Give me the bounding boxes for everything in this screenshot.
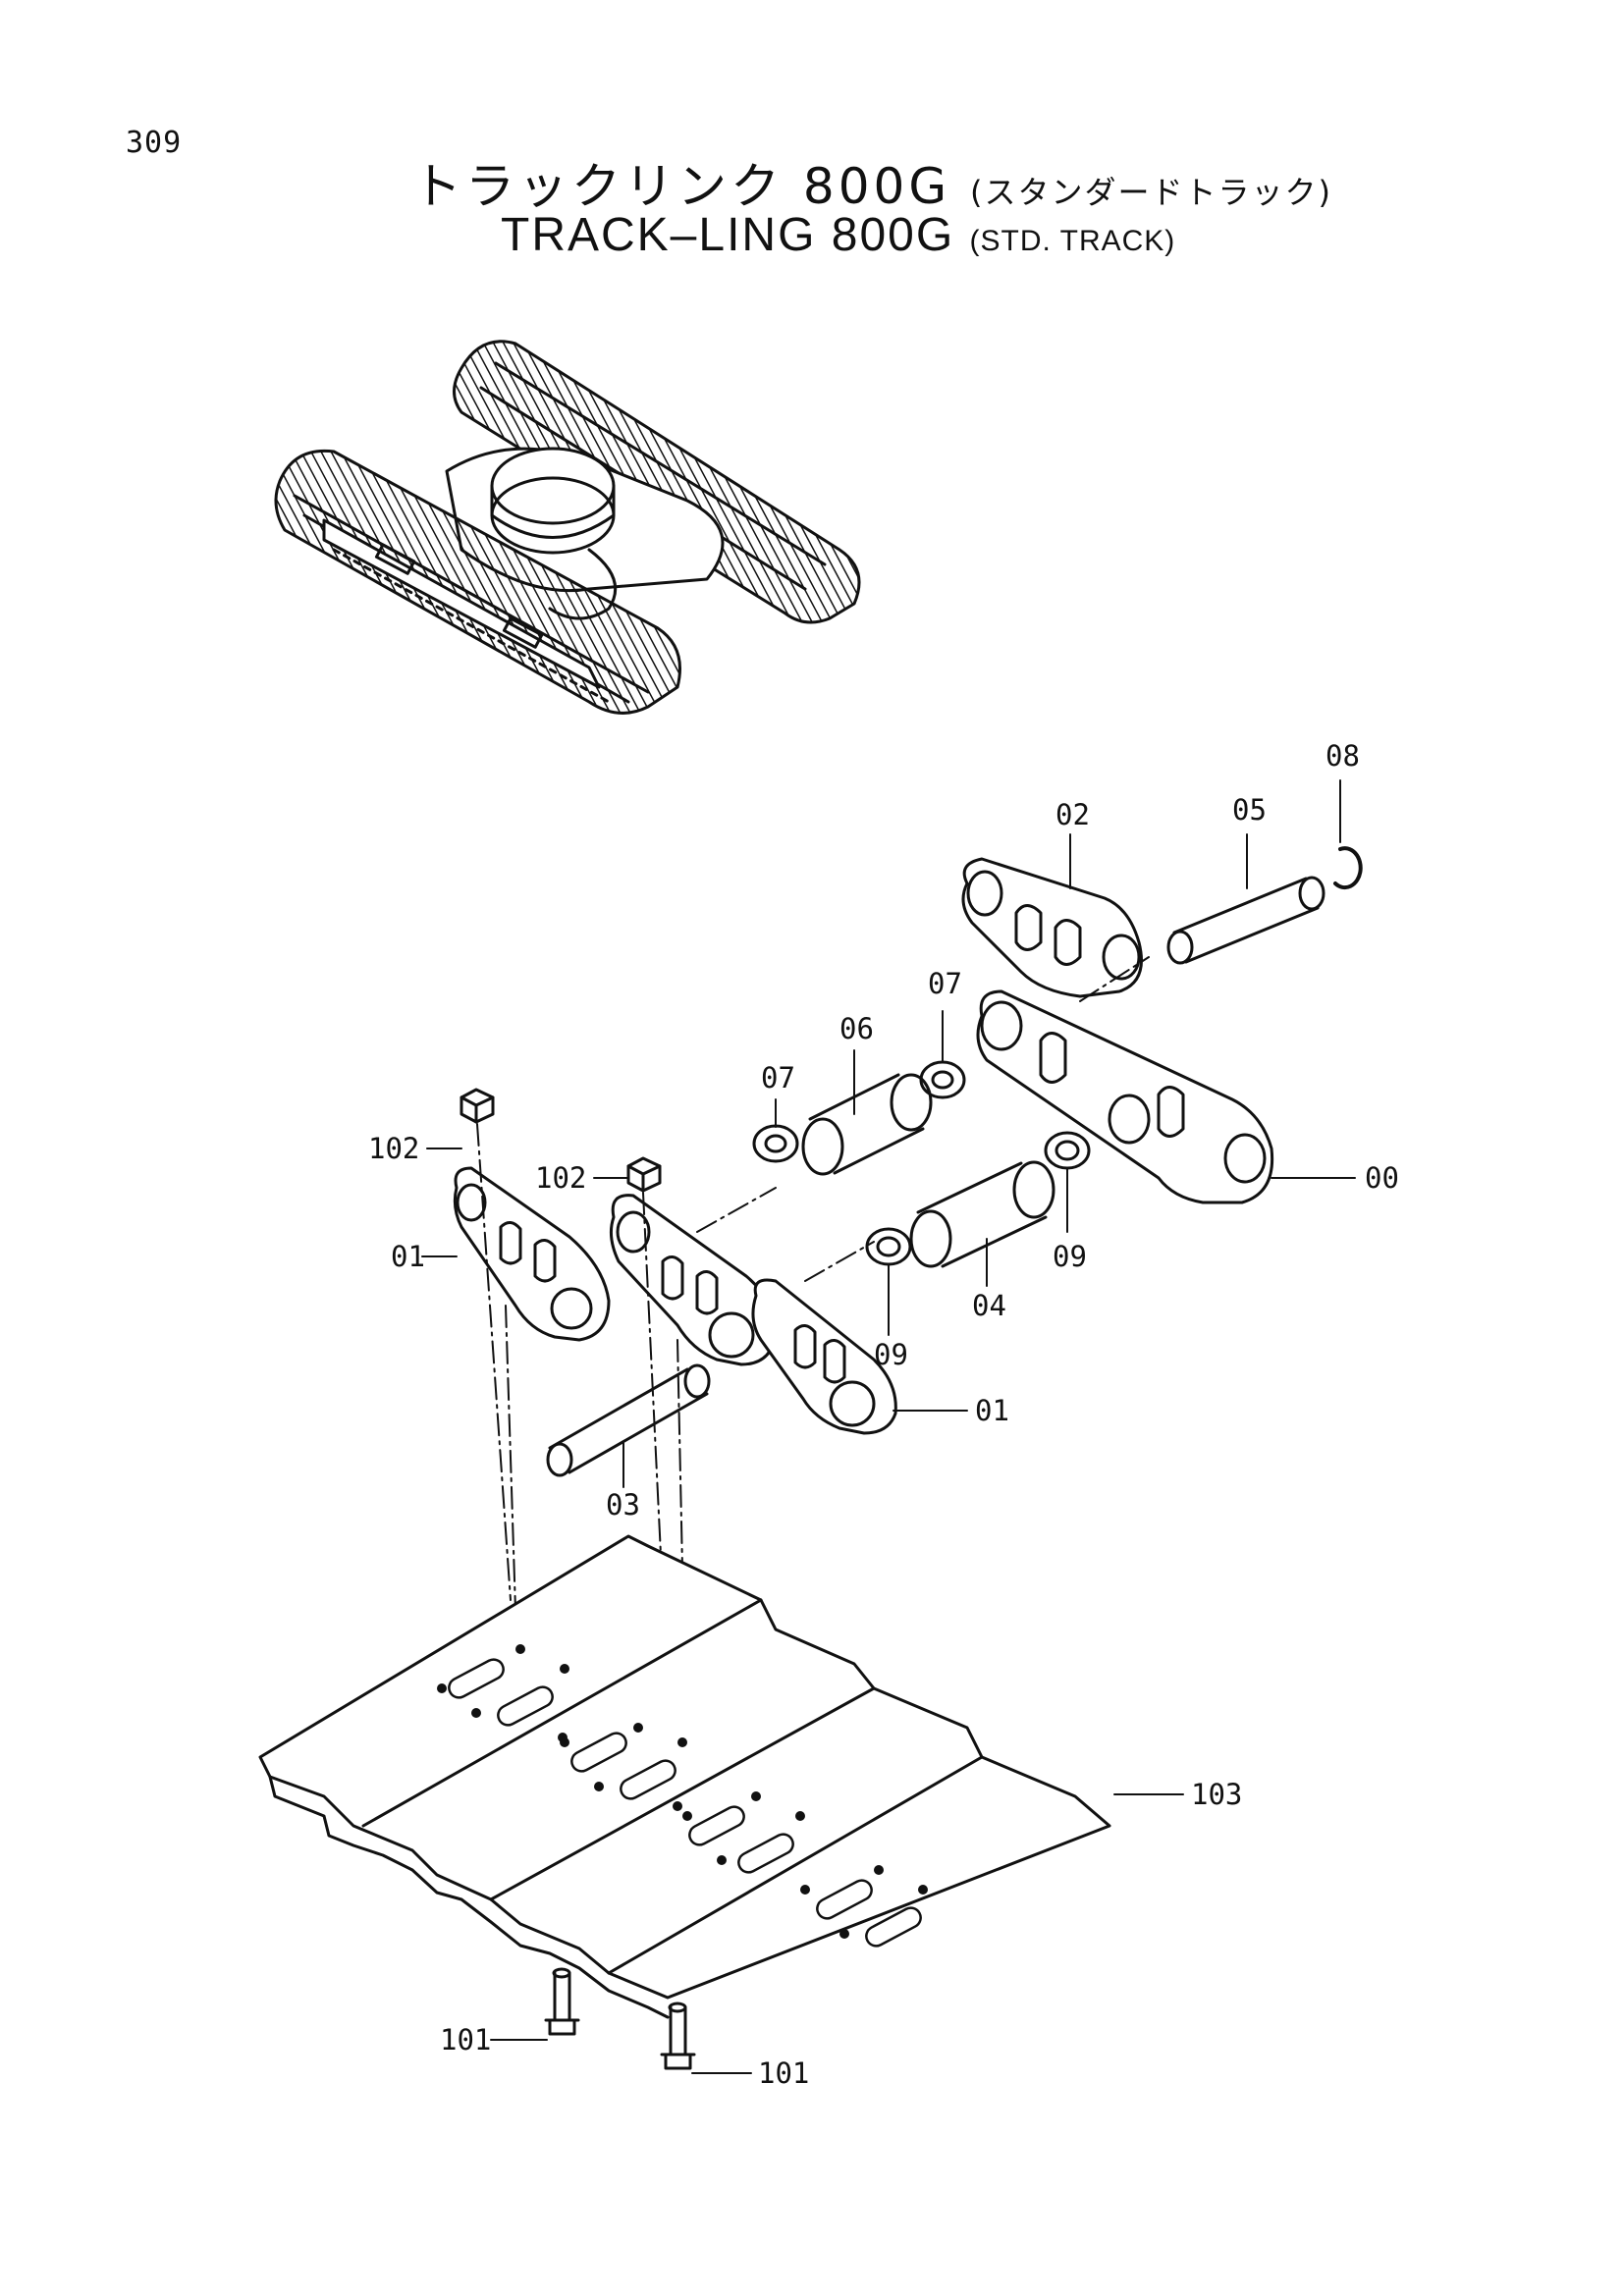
- label-04: 04: [972, 1289, 1006, 1322]
- undercarriage-overview: [274, 340, 861, 715]
- label-01-right: 01: [975, 1394, 1009, 1427]
- label-103: 103: [1191, 1778, 1242, 1811]
- track-shoe-103: [258, 1534, 1111, 2019]
- title-english-main: TRACK–LING 800G: [501, 209, 955, 261]
- shoe-bolt-101-left: [544, 1967, 580, 2036]
- label-07-right: 07: [928, 967, 962, 1000]
- track-link-00: [976, 989, 1274, 1204]
- leader-lines: [421, 779, 1356, 2074]
- seal-07-left: [752, 1124, 799, 1163]
- title-japanese-main: トラックリンク 800G: [412, 158, 951, 215]
- shoe-bolt-101-right: [660, 2002, 696, 2070]
- dust-seal-09-left: [865, 1227, 912, 1266]
- label-08: 08: [1325, 739, 1360, 773]
- label-09-right: 09: [1053, 1240, 1087, 1273]
- label-101-left: 101: [440, 2023, 491, 2056]
- label-00: 00: [1365, 1161, 1399, 1195]
- label-101-right: 101: [758, 2056, 809, 2090]
- bushing-06: [801, 1073, 933, 1176]
- track-pin-03: [546, 1363, 711, 1477]
- page-number: 309: [126, 126, 183, 160]
- label-09-left: 09: [874, 1338, 908, 1371]
- track-pin-05: [1166, 876, 1325, 965]
- title-japanese-sub: (スタンダードトラック): [969, 174, 1332, 211]
- dust-seal-09-right: [1044, 1131, 1091, 1170]
- title-english: TRACK–LING 800G (STD. TRACK): [501, 208, 1175, 262]
- label-02: 02: [1055, 798, 1090, 831]
- title-english-sub: (STD. TRACK): [969, 225, 1176, 257]
- shoe-nut-102-left: [460, 1088, 495, 1124]
- shoe-nut-102-right: [626, 1156, 662, 1193]
- track-link-01-middle: [609, 1194, 778, 1366]
- bushing-04: [909, 1160, 1055, 1268]
- seal-07-right: [919, 1060, 966, 1099]
- label-07-left: 07: [761, 1061, 795, 1095]
- track-link-01-right: [751, 1278, 897, 1435]
- label-102-right: 102: [535, 1161, 586, 1195]
- snap-ring-08: [1333, 846, 1363, 890]
- label-06: 06: [839, 1012, 874, 1045]
- title-japanese: トラックリンク 800G (スタンダードトラック): [412, 147, 1332, 218]
- label-102-left: 102: [368, 1132, 419, 1165]
- label-05: 05: [1232, 793, 1267, 827]
- track-link-01-left: [453, 1166, 611, 1342]
- label-03: 03: [606, 1488, 640, 1522]
- label-01-left: 01: [391, 1240, 425, 1273]
- track-link-02: [961, 857, 1143, 998]
- part-labels: 08 05 02 07 06 07 00 09 04 09 102 102 01…: [368, 739, 1399, 2090]
